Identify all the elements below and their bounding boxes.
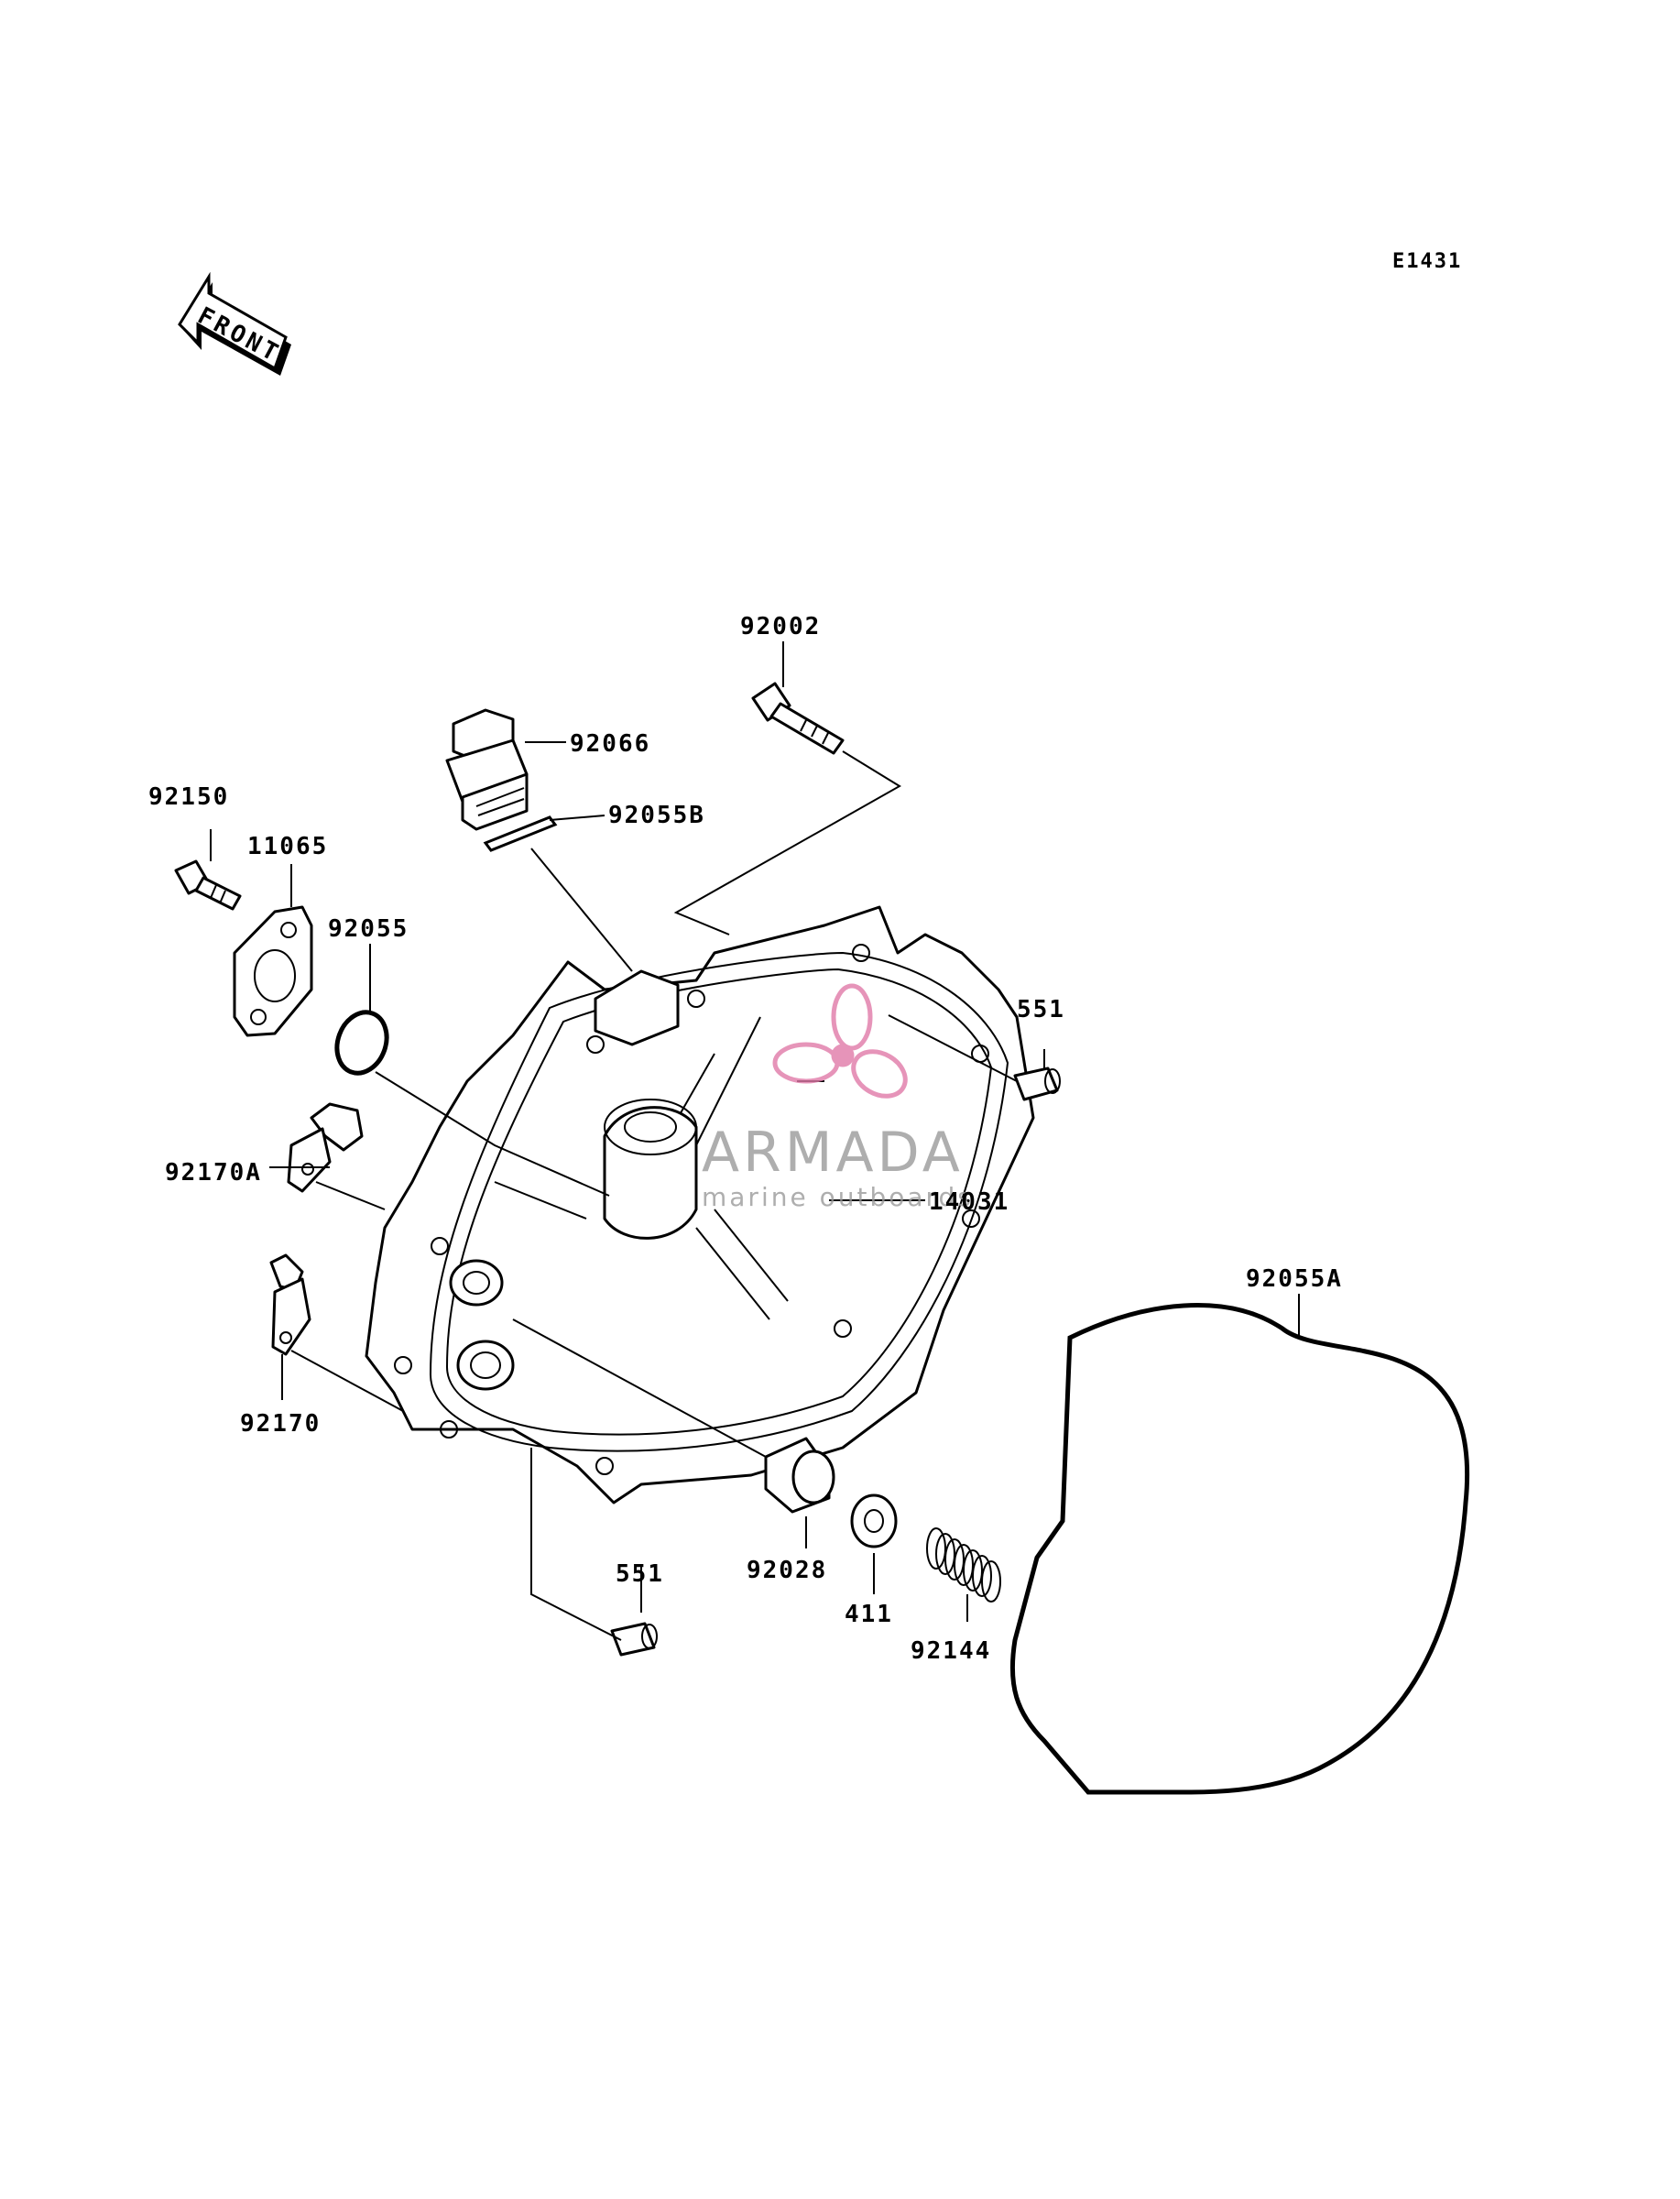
propeller-logo-icon: [772, 983, 908, 1099]
engine-cover-14031: [365, 905, 1035, 1504]
bolt-92150: [174, 859, 242, 911]
label-92002: 92002: [740, 613, 821, 640]
label-551-bottom: 551: [616, 1560, 664, 1588]
label-92170a: 92170A: [165, 1159, 262, 1187]
label-411: 411: [845, 1601, 893, 1628]
bushing-92028: [764, 1437, 835, 1514]
diagram-code: E1431: [1392, 250, 1462, 273]
label-92150: 92150: [148, 783, 229, 811]
label-92055a: 92055A: [1246, 1265, 1343, 1293]
oring-92055: [334, 1010, 389, 1076]
label-11065: 11065: [247, 833, 328, 860]
clamp-92170: [269, 1253, 311, 1356]
spring-92144: [926, 1527, 1001, 1603]
label-92055b: 92055B: [608, 802, 705, 829]
dowel-551-top: [1013, 1067, 1061, 1101]
watermark-tagline: marine outboards: [702, 1182, 974, 1212]
label-92066: 92066: [570, 730, 650, 758]
washer-92055b: [483, 815, 558, 852]
plate-11065: [233, 905, 313, 1037]
bolt-92002: [751, 682, 845, 755]
watermark: ARMADA marine outboards: [702, 983, 974, 1212]
watermark-brand: ARMADA: [702, 1121, 964, 1185]
label-92055: 92055: [328, 915, 409, 943]
label-551-top: 551: [1017, 996, 1065, 1023]
gasket-92055a: [1009, 1303, 1470, 1795]
leader-lines: [210, 641, 1300, 1641]
dowel-551-bottom: [610, 1622, 658, 1657]
label-92144: 92144: [911, 1637, 991, 1665]
label-92028: 92028: [747, 1557, 827, 1584]
clamp-92170a: [287, 1102, 364, 1193]
label-14031: 14031: [929, 1188, 1009, 1216]
front-arrow-icon: FRONT: [178, 271, 291, 376]
label-92170: 92170: [240, 1410, 321, 1438]
washer-411: [850, 1493, 898, 1548]
plug-92066: [445, 708, 529, 831]
